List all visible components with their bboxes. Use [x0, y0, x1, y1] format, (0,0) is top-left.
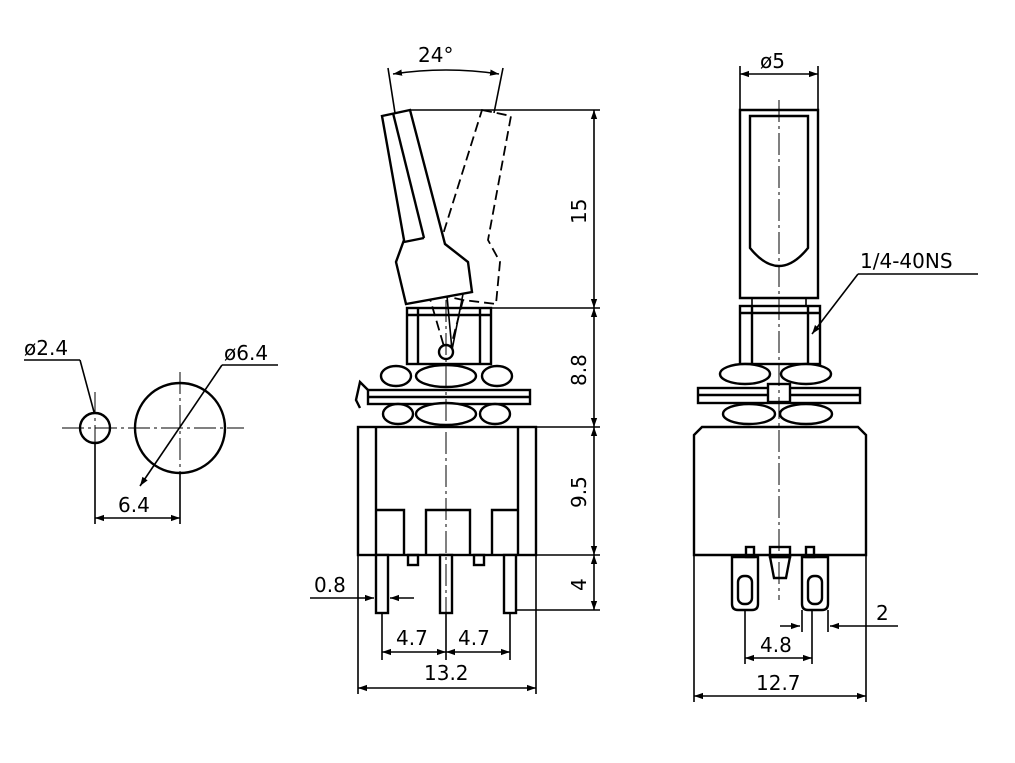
pitch-left-dim: 4.7	[396, 626, 428, 650]
terminal-width-dim: 2	[876, 601, 889, 625]
panel-hole-view: ø2.4 ø6.4 6.4	[24, 336, 278, 524]
side-bushing	[738, 304, 822, 366]
side-body	[692, 425, 868, 557]
hole-spacing-dim: 6.4	[118, 493, 150, 517]
switch-body	[356, 425, 538, 557]
pitch-right-dim: 4.7	[458, 626, 490, 650]
thread-dim: 1/4-40NS	[860, 249, 953, 273]
body-width-dim: 13.2	[424, 661, 469, 685]
bushing-height-dim: 8.8	[567, 354, 591, 386]
terminal-left	[374, 553, 390, 615]
small-hole	[78, 411, 112, 445]
large-hole-dim: ø6.4	[224, 341, 268, 365]
front-view: 24° 15 8.8 9.5 4 0.8 4.7 4.7 13.2	[310, 43, 600, 694]
terminal-thickness-dim: 0.8	[314, 573, 346, 597]
lever-height-dim: 15	[567, 199, 591, 224]
body-height-dim: 9.5	[567, 476, 591, 508]
side-lever	[738, 108, 820, 300]
lever-dia-dim: ø5	[760, 49, 785, 73]
side-terminal-left	[730, 555, 760, 612]
lever-solid	[380, 108, 474, 306]
small-hole-dim: ø2.4	[24, 336, 68, 360]
side-pitch-dim: 4.8	[760, 633, 792, 657]
side-view: ø5 1/4-40NS 2 4.8 12.7	[692, 49, 978, 702]
terminal-right	[502, 553, 518, 615]
side-terminal-right	[800, 555, 830, 612]
angle-dim: 24°	[418, 43, 453, 67]
large-hole	[133, 381, 227, 475]
terminal-length-dim: 4	[567, 578, 591, 591]
side-body-width-dim: 12.7	[756, 671, 801, 695]
